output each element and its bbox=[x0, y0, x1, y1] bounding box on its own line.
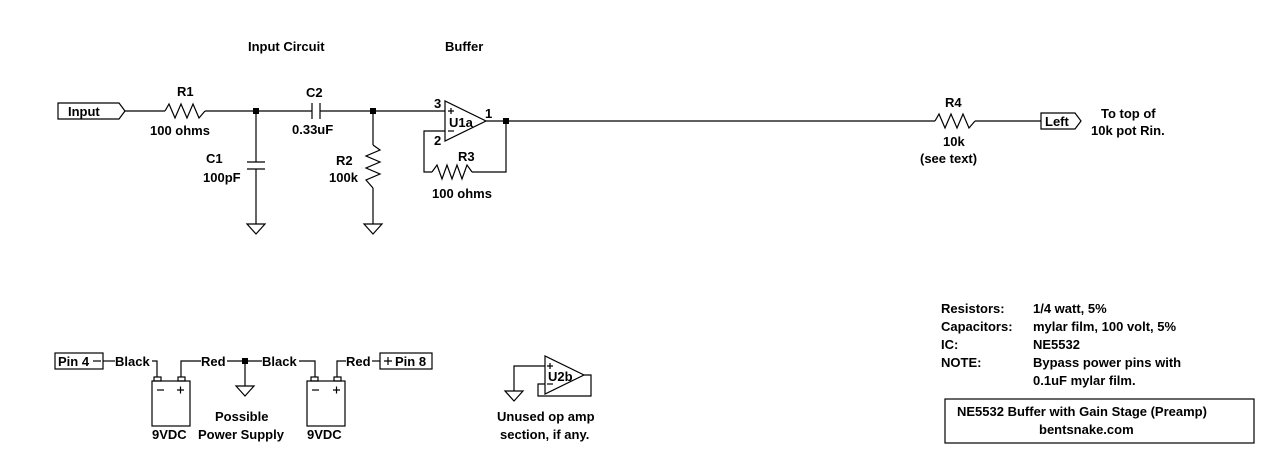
r4-note: (see text) bbox=[920, 151, 977, 166]
r4-ref: R4 bbox=[945, 95, 962, 110]
pin8-port: Pin 8 bbox=[379, 352, 433, 370]
resistor-r2: R2 100k bbox=[329, 144, 382, 189]
pin4-port: Pin 4 bbox=[54, 352, 104, 370]
r3-ref: R3 bbox=[458, 149, 475, 164]
spec-value: 1/4 watt, 5% bbox=[1033, 301, 1107, 316]
right-note-line1: To top of bbox=[1101, 106, 1156, 121]
u1a-pin-out: 1 bbox=[485, 106, 492, 121]
r2-value: 100k bbox=[329, 170, 359, 185]
title-box-line1: NE5532 Buffer with Gain Stage (Preamp) bbox=[957, 404, 1207, 419]
unused-label-line2: section, if any. bbox=[500, 427, 589, 442]
battery-2: 9VDC bbox=[306, 376, 346, 442]
capacitor-c1: C1 100pF bbox=[203, 151, 265, 185]
spec-label: NOTE: bbox=[941, 355, 981, 370]
ground-icon bbox=[362, 223, 384, 235]
ground-icon bbox=[234, 385, 256, 397]
input-circuit-title: Input Circuit bbox=[248, 39, 325, 54]
spec-label: Capacitors: bbox=[941, 319, 1013, 334]
input-port-label: Input bbox=[68, 104, 100, 119]
resistor-r1: R1 100 ohms bbox=[150, 84, 210, 138]
c2-value: 0.33uF bbox=[292, 122, 333, 137]
r1-value: 100 ohms bbox=[150, 123, 210, 138]
spec-label: Resistors: bbox=[941, 301, 1005, 316]
spec-value: 0.1uF mylar film. bbox=[1033, 373, 1136, 388]
title-box: NE5532 Buffer with Gain Stage (Preamp) b… bbox=[944, 398, 1255, 444]
input-port: Input bbox=[57, 102, 126, 120]
r4-value: 10k bbox=[943, 134, 965, 149]
u1a-pin-plus: 3 bbox=[434, 96, 441, 111]
buffer-title: Buffer bbox=[445, 39, 483, 54]
right-note-line2: 10k pot Rin. bbox=[1091, 123, 1165, 138]
spec-label: IC: bbox=[941, 337, 958, 352]
op-amp-u1a: 3 2 1 U1a bbox=[434, 96, 492, 148]
u1a-ref: U1a bbox=[449, 115, 474, 130]
supply-label-line2: Power Supply bbox=[198, 427, 285, 442]
c2-ref: C2 bbox=[306, 85, 323, 100]
r1-ref: R1 bbox=[177, 84, 194, 99]
spec-value: Bypass power pins with bbox=[1033, 355, 1181, 370]
specs-block: Resistors: 1/4 watt, 5% Capacitors: myla… bbox=[941, 301, 1181, 388]
battery-1-label: 9VDC bbox=[152, 427, 187, 442]
black-wire-label-2: Black bbox=[262, 354, 297, 369]
battery-1: 9VDC bbox=[151, 376, 191, 442]
spec-value: NE5532 bbox=[1033, 337, 1080, 352]
capacitor-c2: C2 0.33uF bbox=[292, 85, 333, 137]
junction-dot bbox=[253, 108, 259, 114]
red-wire-label-1: Red bbox=[201, 354, 226, 369]
red-wire-label-2: Red bbox=[346, 354, 371, 369]
left-port: Left bbox=[1040, 112, 1082, 130]
unused-label-line1: Unused op amp bbox=[497, 409, 595, 424]
junction-dot bbox=[370, 108, 376, 114]
supply-label-line1: Possible bbox=[215, 409, 268, 424]
junction-dot bbox=[503, 118, 509, 124]
u1a-pin-minus: 2 bbox=[434, 133, 441, 148]
ground-icon bbox=[245, 223, 267, 235]
op-amp-u2b: U2b bbox=[503, 355, 592, 402]
main-signal-wires bbox=[125, 110, 1041, 224]
left-port-label: Left bbox=[1045, 114, 1070, 129]
u2b-ref: U2b bbox=[548, 369, 573, 384]
resistor-r3: R3 100 ohms bbox=[431, 149, 492, 201]
title-box-line2: bentsnake.com bbox=[1039, 422, 1134, 437]
battery-2-label: 9VDC bbox=[307, 427, 342, 442]
pin8-label: Pin 8 bbox=[395, 354, 426, 369]
resistor-r4: R4 10k (see text) bbox=[920, 95, 977, 166]
black-wire-label-1: Black bbox=[115, 354, 150, 369]
c1-value: 100pF bbox=[203, 170, 241, 185]
c1-ref: C1 bbox=[206, 151, 223, 166]
spec-value: mylar film, 100 volt, 5% bbox=[1033, 319, 1177, 334]
pin4-label: Pin 4 bbox=[58, 354, 90, 369]
r3-value: 100 ohms bbox=[432, 186, 492, 201]
r2-ref: R2 bbox=[336, 153, 353, 168]
ground-icon bbox=[503, 390, 525, 402]
